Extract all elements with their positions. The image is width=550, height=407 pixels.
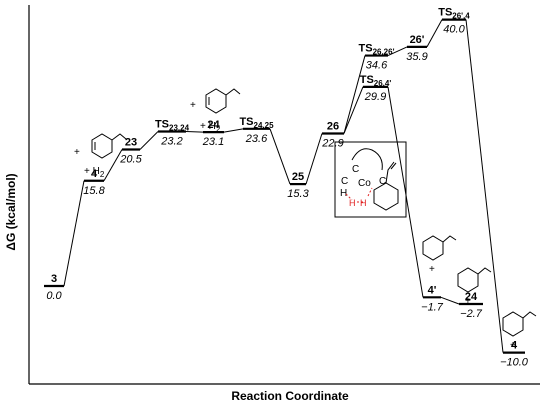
state-label-p24b: 24: [465, 291, 478, 303]
energy-value-pTS26p4: 40.0: [443, 24, 465, 36]
svg-text:+ H2: + H2: [84, 166, 105, 179]
state-label-pTS26p4: TS26',4: [438, 7, 470, 21]
connector-p25-p26: [305, 133, 323, 185]
state-label-p4a: 4: [91, 168, 98, 180]
energy-value-p24a: 23.1: [202, 136, 224, 148]
svg-text:+: +: [190, 100, 196, 111]
energy-value-p26p: 35.9: [406, 51, 427, 63]
molecule-structure-3: +: [422, 235, 457, 275]
svg-text:C: C: [341, 176, 348, 187]
svg-text:+: +: [510, 340, 516, 351]
energy-value-p3: 0.0: [46, 290, 62, 302]
energy-value-p24b: −2.7: [460, 308, 483, 320]
connector-pTS2425-p25: [269, 128, 291, 185]
state-label-p26p: 26': [410, 34, 425, 46]
level-labels: 3 0.0 4 15.8 23 20.5 TS23,24 23.2 24 23.1 TS24,25 2…: [46, 7, 528, 369]
molecule-structure-4: +: [457, 267, 492, 307]
molecule-structure-1: + + H2: [74, 133, 127, 179]
molecule-structure-5: +: [502, 311, 537, 351]
connector-pTS2324-p24a: [185, 130, 204, 133]
svg-text:Co: Co: [358, 178, 371, 189]
svg-text:H: H: [360, 198, 367, 208]
state-label-p23: 23: [125, 136, 137, 148]
energy-value-pTS2324: 23.2: [160, 135, 182, 147]
state-label-pTS2425: TS24,25: [239, 116, 274, 130]
connector-p4a-p23: [103, 149, 123, 182]
connector-pTS26p4-p4b: [465, 19, 504, 353]
svg-text:+ H2: + H2: [200, 121, 221, 134]
svg-text:C: C: [352, 164, 359, 175]
connector-p26-pTS264p: [343, 86, 364, 134]
svg-text:C: C: [379, 176, 386, 187]
svg-text:H: H: [340, 188, 347, 199]
connector-p26-pTS2626p: [343, 55, 366, 134]
connector-pTS2626p-p26p: [387, 46, 408, 57]
state-label-pTS264p: TS26,4': [360, 74, 392, 88]
connector-p4p-p24b: [440, 296, 460, 305]
state-label-p4p: 4': [428, 284, 437, 296]
y-axis-title: ΔG (kcal/mol): [4, 173, 18, 250]
svg-text:H: H: [349, 198, 356, 208]
svg-text:+: +: [74, 147, 80, 158]
energy-value-p25: 15.3: [287, 188, 309, 200]
connector-p3-p4a: [63, 180, 85, 287]
molecule-structure-2: + + H2: [190, 88, 241, 134]
svg-text:+: +: [429, 264, 435, 275]
state-label-pTS2626p: TS26,26': [359, 43, 395, 57]
energy-value-pTS2425: 23.6: [245, 133, 268, 145]
state-label-pTS2324: TS23,24: [155, 118, 190, 132]
energy-value-p4p: −1.7: [421, 301, 444, 313]
energy-value-p23: 20.5: [119, 153, 142, 165]
energy-value-pTS2626p: 34.6: [366, 60, 388, 72]
x-axis-title: Reaction Coordinate: [231, 389, 349, 403]
connector-p26p-pTS26p4: [426, 19, 443, 48]
state-label-p24a: 24: [207, 119, 220, 131]
energy-value-p4a: 15.8: [83, 185, 105, 197]
state-label-p25: 25: [292, 171, 304, 183]
connector-p23-pTS2324: [139, 131, 159, 150]
connector-p24a-pTS2425: [223, 128, 244, 133]
energy-value-pTS264p: 29.9: [364, 91, 386, 103]
energy-levels: [44, 18, 525, 354]
state-label-p4b: 4: [511, 340, 518, 352]
energy-value-p4b: −10.0: [500, 357, 529, 369]
state-label-p3: 3: [51, 273, 57, 285]
energy-value-p26: 22.9: [321, 137, 343, 149]
transition-state-inset: C C Co C H H H: [334, 141, 407, 218]
svg-text:+: +: [465, 296, 471, 307]
state-label-p26: 26: [327, 120, 339, 132]
